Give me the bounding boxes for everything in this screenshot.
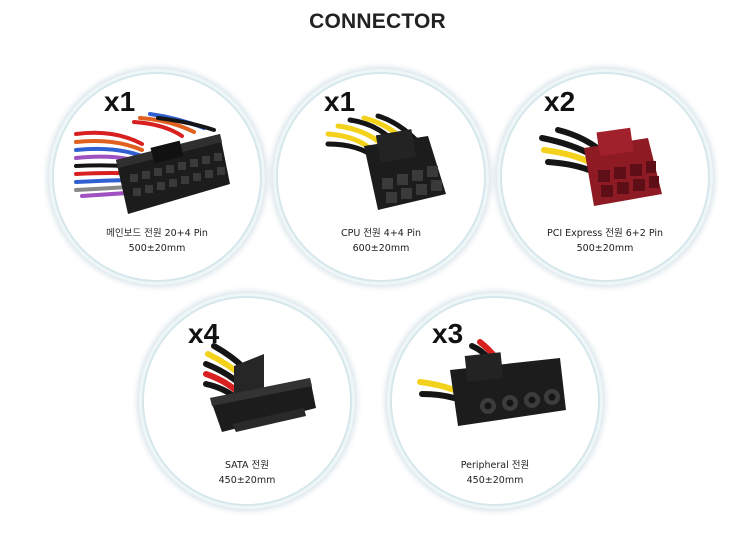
connector-length: 600±20mm (352, 243, 410, 254)
connector-length: 450±20mm (466, 475, 524, 486)
quantity-label: x1 (104, 86, 136, 117)
page-title: CONNECTOR (309, 10, 446, 33)
quantity-label: x3 (432, 318, 464, 349)
connector-name: SATA 전원 (224, 460, 270, 471)
connector-length: 500±20mm (576, 243, 634, 254)
connector-card-mainboard: x1 메인보드 전원 20+4 Pin 50 (52, 72, 262, 282)
connector-name: Peripheral 전원 (460, 460, 530, 471)
connector-name: CPU 전원 4+4 Pin (340, 228, 422, 239)
quantity-label: x4 (188, 318, 220, 349)
quantity-label: x2 (544, 86, 576, 117)
molex-connector-icon (417, 339, 566, 426)
connector-length: 500±20mm (128, 243, 186, 254)
connector-name: PCI Express 전원 6+2 Pin (546, 228, 664, 239)
atx-24pin-connector-icon (74, 112, 230, 214)
quantity-label: x1 (324, 86, 356, 117)
connector-name: 메인보드 전원 20+4 Pin (106, 228, 208, 239)
pcie-8pin-connector-icon (539, 127, 662, 206)
connector-card-sata: x4 SATA 전원 450±20mm (142, 296, 352, 506)
connector-card-pcie: x2 PCI Express 전원 6+2 Pin 500±20mm (500, 72, 710, 282)
connector-length: 450±20mm (218, 475, 276, 486)
connector-card-cpu: x1 CPU 전원 4+4 Pin 600±20mm (276, 72, 486, 282)
connector-card-peripheral: x3 Peripheral 전원 450±20mm (390, 296, 600, 506)
cpu-8pin-connector-icon (325, 113, 446, 210)
sata-power-connector-icon (203, 343, 316, 432)
